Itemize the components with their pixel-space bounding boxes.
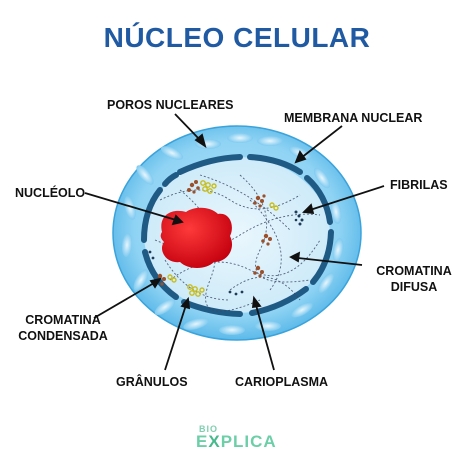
carioplasm — [144, 157, 330, 313]
label-nucleolo: NUCLÉOLO — [15, 186, 86, 200]
page-title: NÚCLEO CELULAR — [103, 22, 371, 53]
nucleolus — [160, 207, 233, 268]
label-carioplasma: CARIOPLASMA — [235, 375, 329, 389]
label-cromatina-condensada: CROMATINA CONDENSADA — [8, 312, 118, 344]
logo-explica-x: X — [208, 432, 221, 451]
logo-explica: EXPLICA — [196, 432, 277, 452]
logo-bio: BIO — [199, 424, 219, 434]
label-cromatina-difusa-line2: DIFUSA — [390, 280, 438, 294]
logo-explica-rest: PLICA — [220, 432, 277, 451]
label-cromatina-condensada-line2: CONDENSADA — [18, 329, 108, 343]
label-cromatina-difusa: CROMATINA DIFUSA — [366, 263, 462, 295]
granules — [167, 180, 279, 297]
label-lines — [84, 113, 385, 371]
label-granulos: GRÂNULOS — [116, 375, 188, 389]
label-fibrilas: FIBRILAS — [390, 178, 448, 192]
chromatin-dots — [148, 210, 304, 296]
label-poros-nucleares: POROS NUCLEARES — [107, 98, 234, 112]
label-cromatina-difusa-line1: CROMATINA — [376, 264, 452, 278]
condensed-chromatin — [155, 180, 272, 286]
bio-explica-logo: BIO EXPLICA — [196, 424, 286, 454]
logo-explica-e: E — [196, 432, 209, 451]
envelope-segments — [141, 154, 334, 317]
label-cromatina-condensada-line1: CROMATINA — [25, 313, 101, 327]
label-membrana-nuclear: MEMBRANA NUCLEAR — [284, 111, 423, 125]
